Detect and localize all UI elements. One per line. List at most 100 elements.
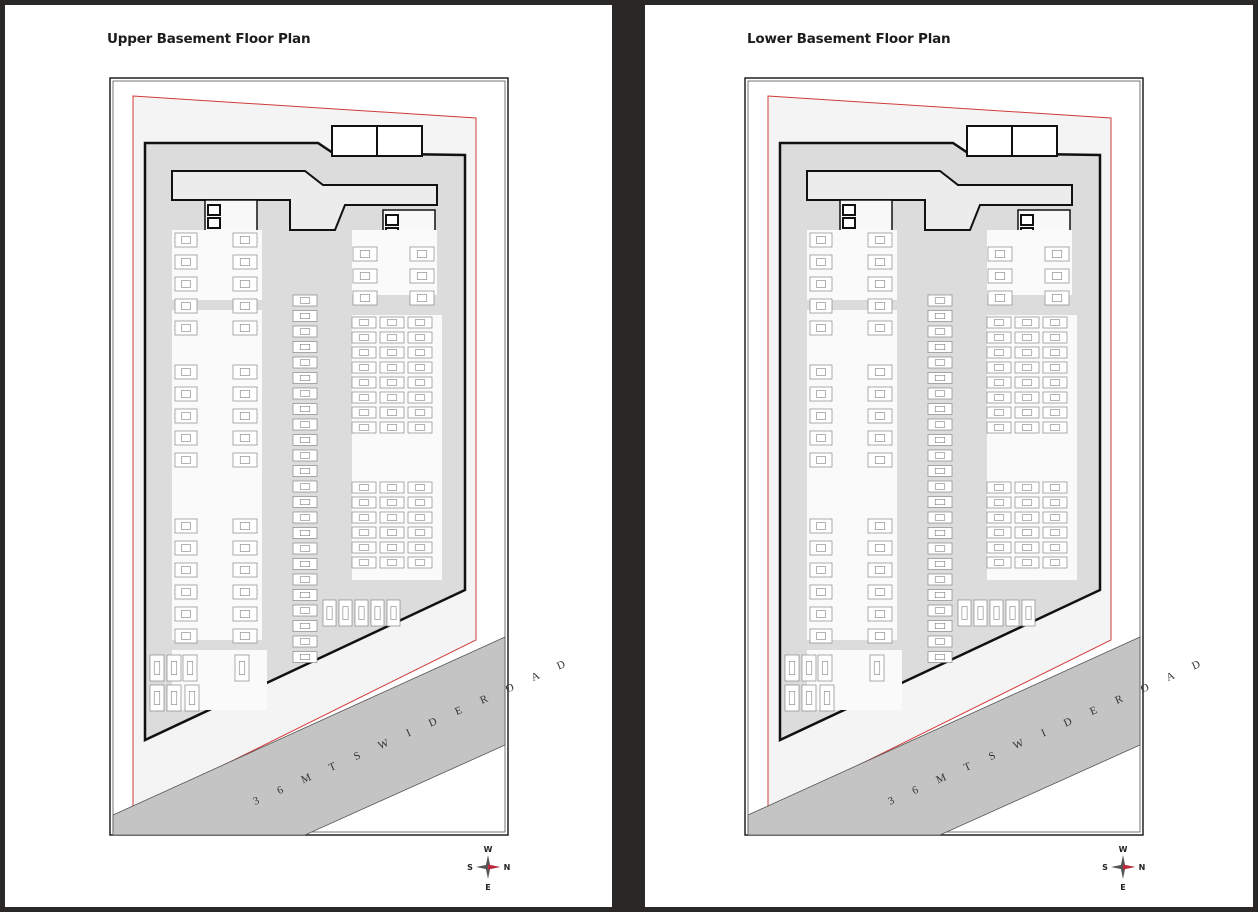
parking-stall	[292, 465, 318, 477]
parking-stall	[809, 518, 833, 534]
parking-stall	[927, 434, 953, 446]
car-symbol	[874, 412, 886, 420]
parking-stall	[927, 341, 953, 353]
car-symbol	[816, 368, 826, 376]
parking-stall	[232, 298, 258, 314]
car-symbol	[414, 349, 426, 356]
parking-stall	[292, 356, 318, 369]
parking-stall	[379, 481, 405, 494]
car-symbol	[299, 499, 311, 505]
parking-stall	[407, 361, 433, 374]
parking-stall	[1014, 526, 1040, 539]
car-symbol	[414, 484, 426, 491]
car-symbol	[181, 566, 191, 574]
car-symbol	[934, 576, 946, 583]
car-symbol	[816, 434, 826, 442]
car-symbol	[934, 483, 946, 490]
parking-zone	[987, 230, 1072, 295]
car-symbol	[181, 456, 191, 464]
car-symbol	[934, 375, 946, 381]
parking-stall	[867, 386, 893, 402]
car-symbol	[961, 606, 968, 620]
car-symbol	[414, 559, 426, 566]
parking-stall	[351, 361, 377, 374]
lift-shaft	[385, 214, 399, 226]
car-symbol	[358, 364, 370, 371]
car-symbol	[359, 272, 371, 280]
parking-stall	[867, 408, 893, 424]
compass-label: W	[1119, 845, 1128, 854]
car-symbol	[874, 544, 886, 552]
car-symbol	[358, 379, 370, 386]
car-symbol	[874, 588, 886, 596]
car-symbol	[299, 359, 311, 366]
parking-stall	[817, 654, 833, 682]
parking-stall	[379, 496, 405, 509]
car-symbol	[239, 390, 251, 398]
car-symbol	[993, 379, 1005, 386]
car-symbol	[386, 349, 398, 356]
car-symbol	[1021, 544, 1033, 551]
parking-stall	[809, 628, 833, 644]
parking-stall	[1044, 246, 1070, 262]
parking-stall	[809, 430, 833, 446]
car-symbol	[816, 610, 826, 618]
car-symbol	[416, 294, 428, 302]
parking-stall	[1042, 556, 1068, 569]
car-symbol	[239, 544, 251, 552]
car-symbol	[1021, 394, 1033, 401]
parking-stall	[1042, 526, 1068, 539]
car-symbol	[1021, 409, 1033, 416]
road	[112, 636, 506, 836]
parking-stall	[1014, 481, 1040, 494]
parking-stall	[809, 584, 833, 600]
car-symbol	[1021, 319, 1033, 326]
car-symbol	[874, 632, 886, 640]
parking-stall	[174, 320, 198, 336]
parking-stall	[1014, 556, 1040, 569]
car-symbol	[816, 302, 826, 310]
car-symbol	[358, 544, 370, 551]
parking-stall	[1042, 541, 1068, 554]
car-symbol	[993, 319, 1005, 326]
parking-stall	[927, 496, 953, 508]
car-symbol	[414, 379, 426, 386]
parking-stall	[351, 481, 377, 494]
car-symbol	[414, 544, 426, 551]
car-symbol	[1049, 424, 1061, 431]
car-symbol	[934, 623, 946, 629]
parking-stall	[927, 465, 953, 477]
car-symbol	[186, 661, 194, 675]
parking-stall	[407, 391, 433, 404]
parking-stall	[867, 232, 893, 248]
parking-stall	[174, 232, 198, 248]
parking-stall	[927, 325, 953, 338]
parking-stall	[407, 346, 433, 359]
car-symbol	[934, 561, 946, 567]
parking-stall	[292, 434, 318, 446]
car-symbol	[239, 368, 251, 376]
parking-stall	[927, 449, 953, 462]
car-symbol	[816, 236, 826, 244]
parking-stall	[867, 518, 893, 534]
parking-stall	[867, 364, 893, 380]
car-symbol	[934, 344, 946, 350]
car-symbol	[239, 434, 251, 442]
car-symbol	[238, 661, 246, 675]
parking-stall	[1042, 361, 1068, 374]
car-symbol	[358, 334, 370, 341]
car-symbol	[1049, 544, 1061, 551]
car-symbol	[181, 610, 191, 618]
parking-stall	[351, 496, 377, 509]
parking-stall	[1042, 421, 1068, 434]
car-symbol	[299, 561, 311, 567]
parking-stall	[409, 268, 435, 284]
car-symbol	[1049, 334, 1061, 341]
car-symbol	[386, 409, 398, 416]
parking-stall	[174, 562, 198, 578]
parking-stall	[232, 584, 258, 600]
parking-stall	[379, 391, 405, 404]
parking-stall	[1044, 290, 1070, 306]
parking-stall	[784, 654, 800, 682]
car-symbol	[816, 258, 826, 266]
